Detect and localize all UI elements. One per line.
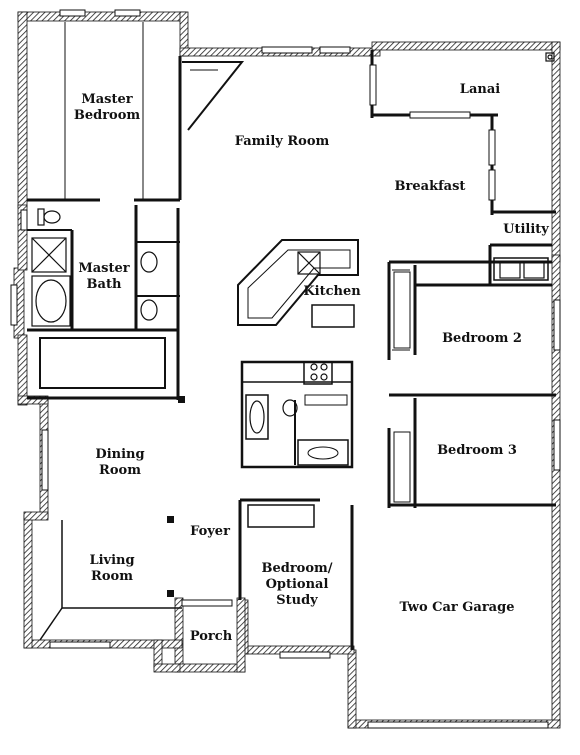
label-living-room: Living Room [89, 553, 135, 584]
label-master-bath: Master Bath [78, 261, 130, 292]
label-kitchen: Kitchen [303, 284, 361, 299]
label-lanai: Lanai [459, 82, 501, 97]
interior-walls [27, 22, 556, 650]
fixtures [31, 52, 555, 434]
label-utility: Utility [503, 222, 549, 237]
label-porch: Porch [189, 629, 233, 644]
label-study: Bedroom/ Optional Study [261, 561, 333, 608]
label-breakfast: Breakfast [394, 179, 466, 194]
label-garage: Two Car Garage [399, 600, 515, 615]
label-family-room: Family Room [234, 134, 330, 149]
label-master-bedroom: Master Bedroom [73, 92, 141, 123]
windows [10, 9, 561, 729]
label-bedroom-2: Bedroom 2 [442, 331, 522, 346]
label-foyer: Foyer [190, 524, 230, 539]
label-bedroom-3: Bedroom 3 [437, 443, 517, 458]
label-dining-room: Dining Room [95, 447, 145, 478]
